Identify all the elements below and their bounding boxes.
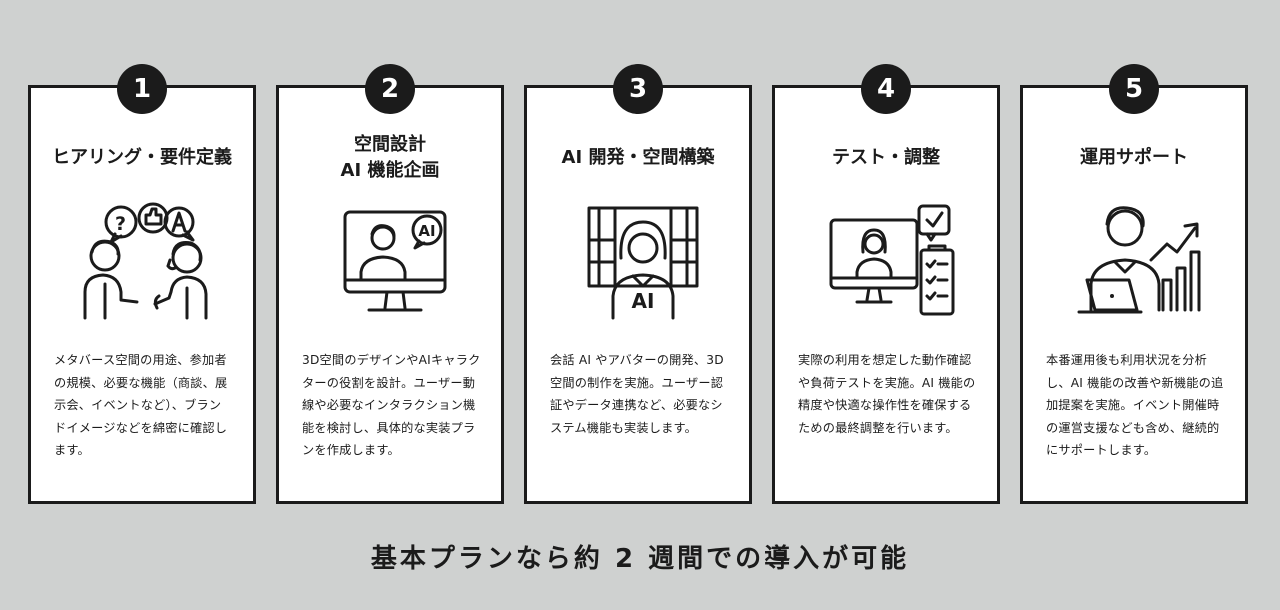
monitor-ai-chat-icon: AI [323,200,463,325]
icon-label-text: AI [418,222,435,240]
step-card-4: 4 テスト・調整 [772,64,1000,504]
step-description: メタバース空間の用途、参加者の規模、必要な機能（商談、展示会、イベントなど）、ブ… [54,353,228,457]
step-title: 空間設計 AI 機能企画 [340,134,440,181]
ai-avatar-space-icon: AI [571,200,711,325]
step-description: 会話 AI やアバターの開発、3D 空間の制作を実施。ユーザー認証やデータ連携な… [550,353,724,435]
step-number-badge: 1 [117,64,167,114]
support-growth-chart-icon [1067,200,1207,325]
step-number-badge: 4 [861,64,911,114]
step-card-5: 5 運用サポート 本番運用後も利用状況を分析し、 [1020,64,1248,504]
step-number-badge: 3 [613,64,663,114]
step-title: テスト・調整 [832,147,940,168]
step-description: 実際の利用を想定した動作確認や負荷テストを実施。AI 機能の精度や快適な操作性を… [798,353,976,435]
step-card-3: 3 AI 開発・空間構築 AI 会話 AI やアバターの開発、3D 空間の制作を… [524,64,752,504]
hearing-conversation-icon: ? [75,200,215,325]
step-description: 3D空間のデザインやAIキャラクターの役割を設計。ユーザー動線や必要なインタラク… [302,353,481,457]
svg-text:?: ? [115,213,126,235]
step-description: 本番運用後も利用状況を分析し、AI 機能の改善や新機能の追加提案を実施。イベント… [1046,353,1224,457]
step-card-2: 2 空間設計 AI 機能企画 AI 3D空間のデザインやAIキャラクターの役割を… [276,64,504,504]
step-title: ヒアリング・要件定義 [52,147,232,168]
step-number-badge: 2 [365,64,415,114]
icon-label-text: AI [632,289,655,313]
step-title: AI 開発・空間構築 [561,147,715,168]
footer-message: 基本プランなら約 2 週間での導入が可能 [370,544,910,574]
step-title: 運用サポート [1080,147,1188,168]
process-steps: 1 ヒアリング・要件定義 ? [28,64,1248,504]
test-checklist-monitor-icon [819,200,959,325]
step-number-badge: 5 [1109,64,1159,114]
step-card-1: 1 ヒアリング・要件定義 ? [28,64,256,504]
